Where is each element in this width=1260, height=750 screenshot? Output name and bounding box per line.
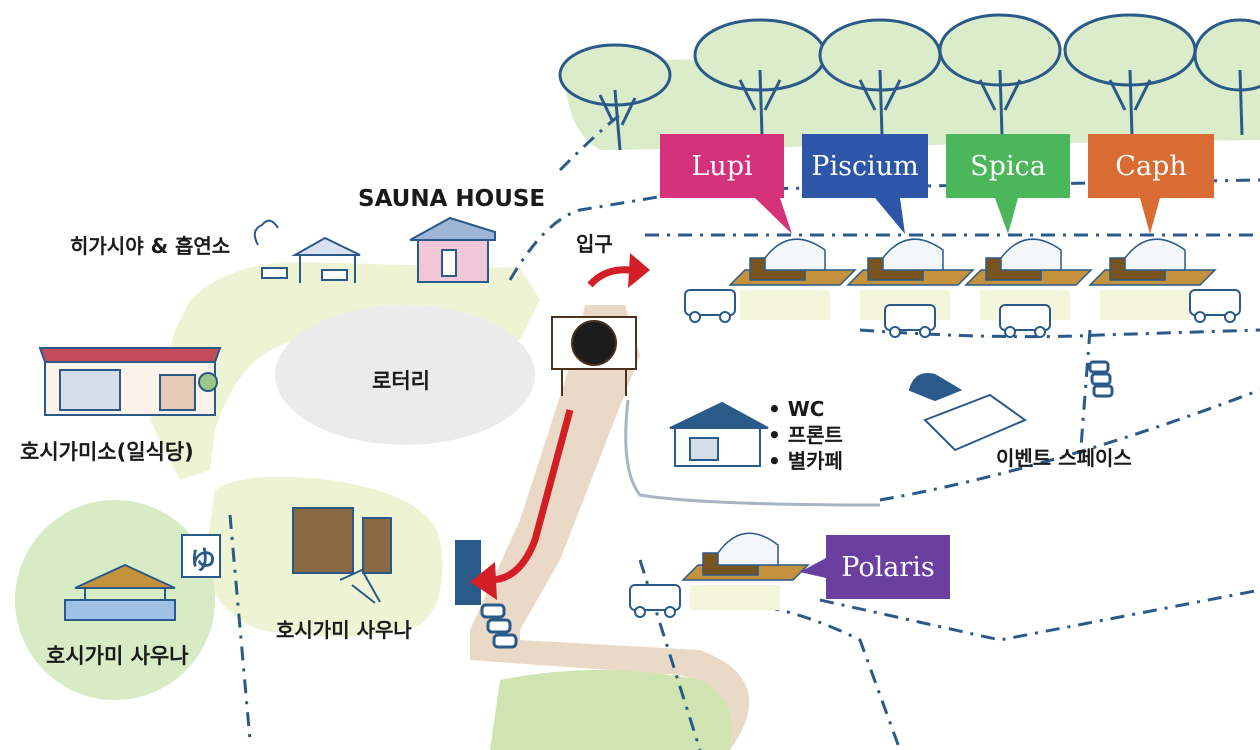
car-icon [1189, 289, 1241, 323]
outdoor-sauna-label: 호시가미 사우나 [46, 644, 189, 668]
car-icon [884, 304, 936, 338]
facility-item-wc: WC [768, 396, 843, 422]
reception-facilities-list: WC 프론트 별카페 [768, 396, 843, 474]
tag-tail-caph [1140, 198, 1160, 234]
parked-cars [629, 289, 1241, 618]
exit-door [455, 540, 481, 605]
tree-icon [1193, 18, 1260, 136]
glamping-unit-spica [964, 238, 1093, 286]
site-tag-spica[interactable]: Spica [946, 134, 1070, 198]
glamping-unit-piscium [846, 238, 975, 286]
tree-icon [693, 18, 827, 136]
site-tag-lupi[interactable]: Lupi [660, 134, 784, 198]
facility-item-front-desk: 프론트 [768, 422, 843, 448]
smoking-area-label: 히가시야 & 흡연소 [70, 234, 231, 258]
event-stage-piano [908, 373, 1028, 452]
site-tag-polaris[interactable]: Polaris [826, 535, 950, 599]
parking-strips [690, 290, 1190, 610]
site-tag-caph[interactable]: Caph [1088, 134, 1214, 198]
outdoor-sauna-pavilion [64, 534, 221, 621]
gazebo-smoking-area [253, 219, 361, 283]
site-tag-piscium[interactable]: Piscium [802, 134, 928, 198]
sauna-house-building [409, 216, 496, 283]
rotary-circle [275, 305, 535, 445]
grey-lane [624, 399, 881, 507]
entrance-signboard [551, 316, 637, 396]
glamping-unit-caph [1088, 238, 1217, 286]
event-space-label: 이벤트 스페이스 [996, 446, 1132, 470]
entrance-label: 입구 [576, 232, 613, 256]
tree-icon [938, 13, 1062, 136]
tree-icon [558, 43, 672, 151]
rotary-label: 로터리 [372, 369, 430, 393]
tag-tail-spica [995, 198, 1018, 234]
car-icon [684, 289, 736, 323]
route-arrow [489, 409, 574, 584]
tree-icon [1063, 13, 1197, 136]
glamping-unit-polaris [681, 532, 810, 581]
facility-item-star-cafe: 별카페 [768, 448, 843, 474]
route-arrow-head [470, 562, 497, 600]
cabin-sauna-buildings [292, 507, 392, 604]
onsen-banner-glyph: ゆ [190, 546, 217, 576]
restaurant-label: 호시가미소(일식당) [20, 440, 194, 464]
tag-tail-lupi [755, 198, 792, 234]
entrance-arrow-head [628, 253, 650, 288]
entrance-arrow [587, 266, 631, 288]
tree-row [558, 13, 1260, 151]
stepping-stones [480, 360, 1114, 649]
reception-building [669, 401, 769, 467]
car-icon [629, 584, 681, 618]
sauna-house-label: SAUNA HOUSE [358, 186, 546, 212]
glamping-unit-lupi [728, 238, 857, 286]
car-icon [999, 304, 1051, 338]
tag-tail-polaris [800, 558, 826, 578]
cabin-sauna-label: 호시가미 사우나 [276, 618, 412, 642]
bottom-field [490, 670, 732, 750]
tag-tail-piscium [875, 198, 905, 234]
restaurant-building [38, 347, 222, 416]
